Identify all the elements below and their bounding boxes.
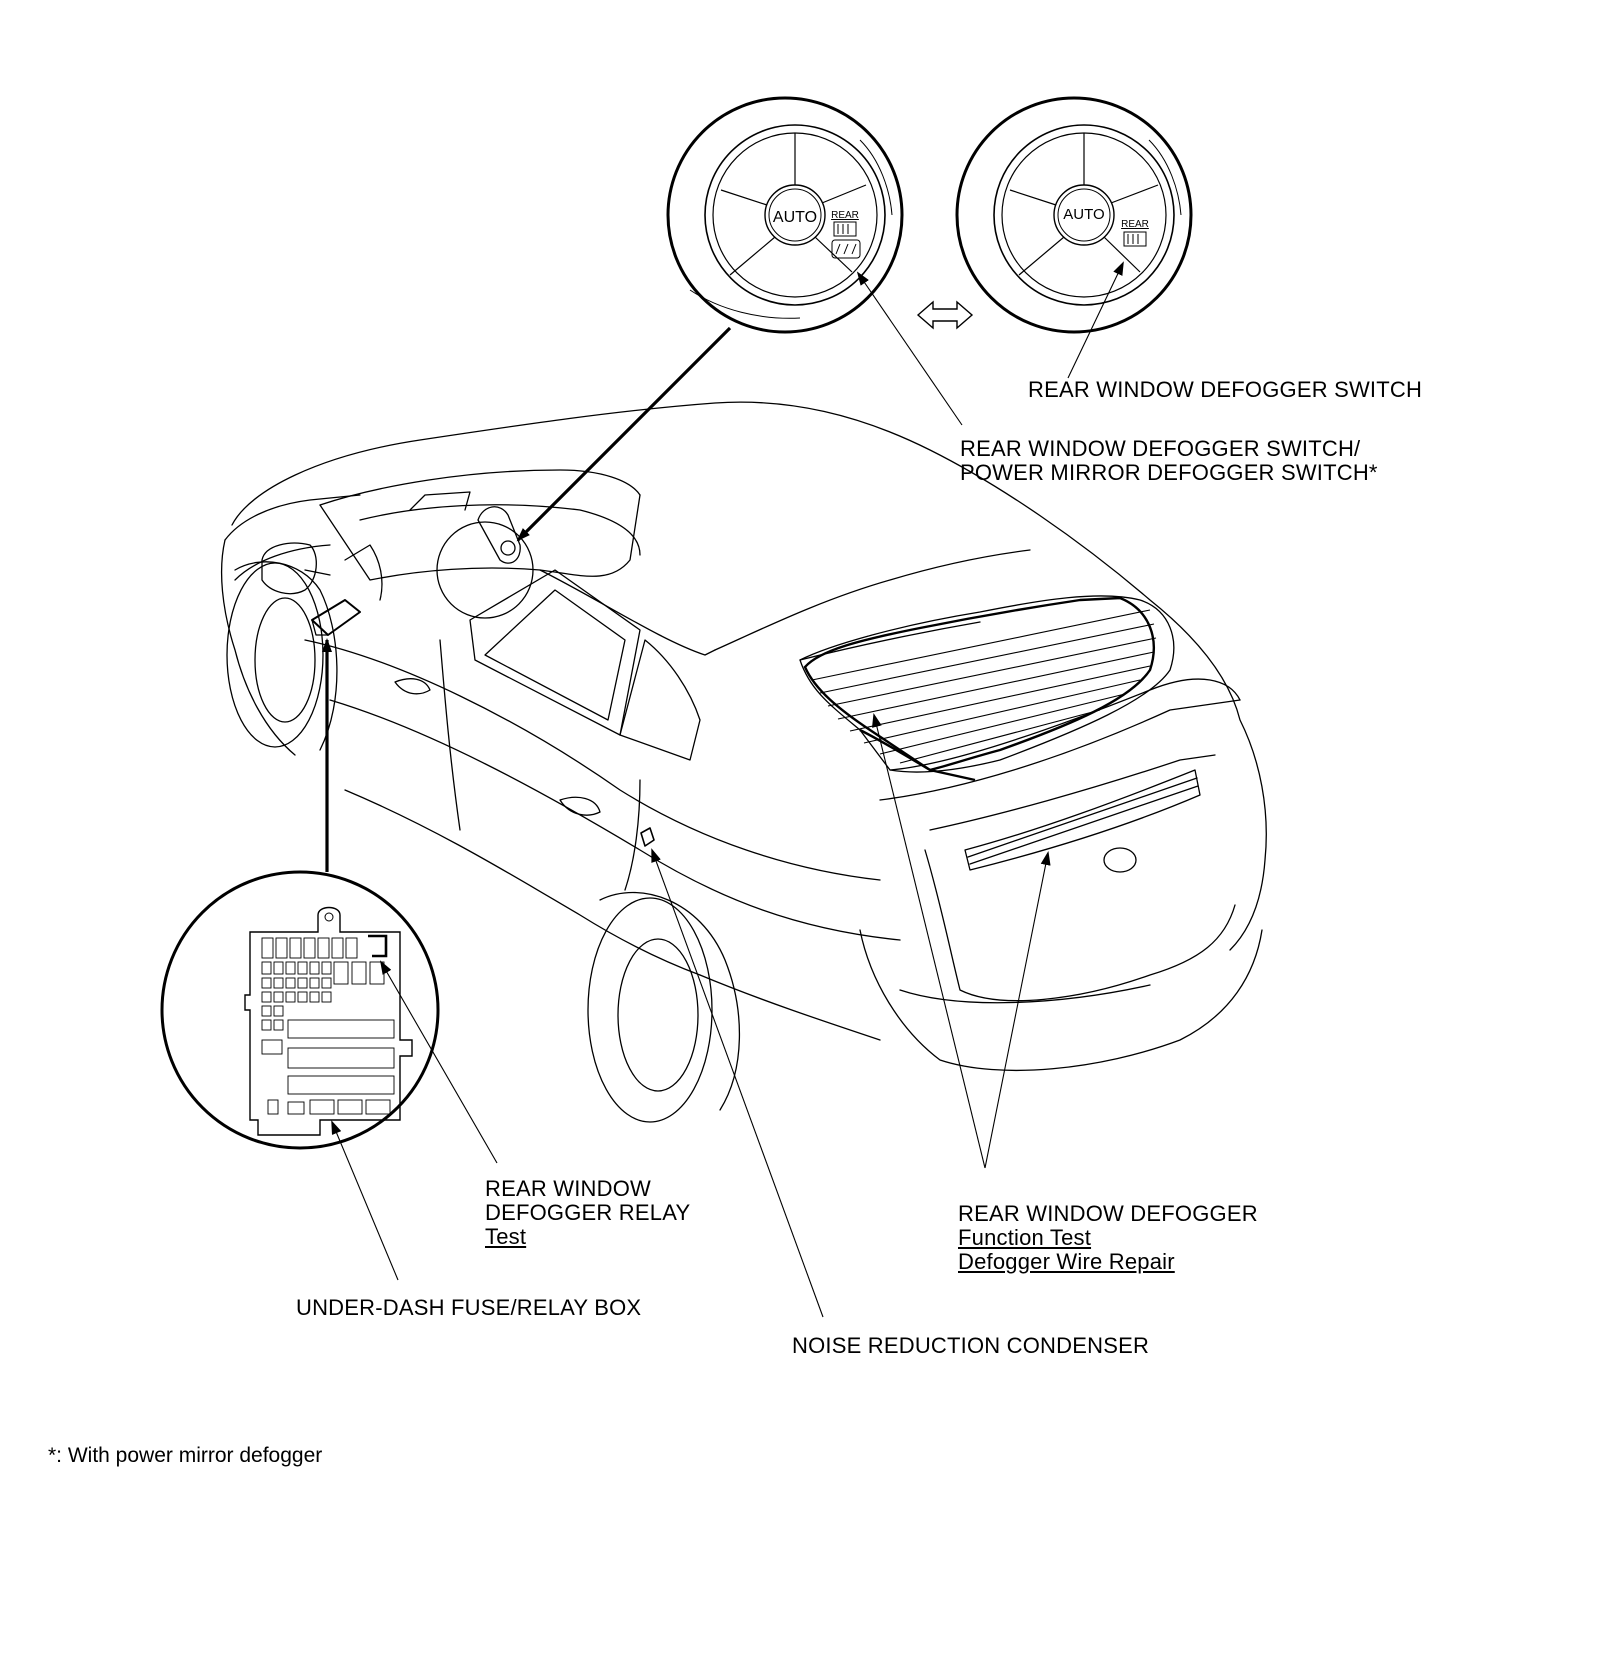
inset2-auto-text: AUTO xyxy=(1063,206,1104,223)
car-illustration xyxy=(220,401,1267,1123)
label-rear-window-defogger-switch: REAR WINDOW DEFOGGER SWITCH xyxy=(1028,377,1423,402)
relay-test-link[interactable]: Test xyxy=(485,1224,527,1249)
inset1-auto-text: AUTO xyxy=(773,209,817,226)
alternate-version-arrow-icon xyxy=(916,300,974,330)
label-rear-window-power-mirror-defogger-switch: REAR WINDOW DEFOGGER SWITCH/ POWER MIRRO… xyxy=(960,437,1378,485)
inset-climate-control-standard xyxy=(955,96,1193,334)
label-line: REAR WINDOW DEFOGGER xyxy=(958,1201,1258,1226)
inset1-rear-text: REAR xyxy=(831,210,859,221)
rear-window-defogger-grid xyxy=(803,596,1157,782)
label-line: POWER MIRROR DEFOGGER SWITCH* xyxy=(960,460,1378,485)
label-rear-window-defogger: REAR WINDOW DEFOGGER Function Test Defog… xyxy=(958,1202,1258,1274)
label-line: REAR WINDOW DEFOGGER SWITCH/ xyxy=(960,436,1361,461)
footnote: *: With power mirror defogger xyxy=(48,1444,323,1467)
inset-under-dash-fuse-relay-box xyxy=(160,870,440,1150)
leader-lines xyxy=(322,261,1124,1318)
label-rear-window-defogger-relay: REAR WINDOW DEFOGGER RELAY Test xyxy=(485,1177,690,1249)
label-line: DEFOGGER RELAY xyxy=(485,1200,691,1225)
inset2-rear-text: REAR xyxy=(1121,219,1149,230)
label-under-dash-fuse-relay-box: UNDER-DASH FUSE/RELAY BOX xyxy=(296,1295,642,1320)
function-test-link[interactable]: Function Test xyxy=(958,1225,1092,1250)
defogger-wire-repair-link[interactable]: Defogger Wire Repair xyxy=(958,1249,1175,1274)
label-line: REAR WINDOW xyxy=(485,1176,651,1201)
label-noise-reduction-condenser: NOISE REDUCTION CONDENSER xyxy=(792,1333,1150,1358)
inset-climate-control-with-mirror-defogger xyxy=(666,96,904,334)
